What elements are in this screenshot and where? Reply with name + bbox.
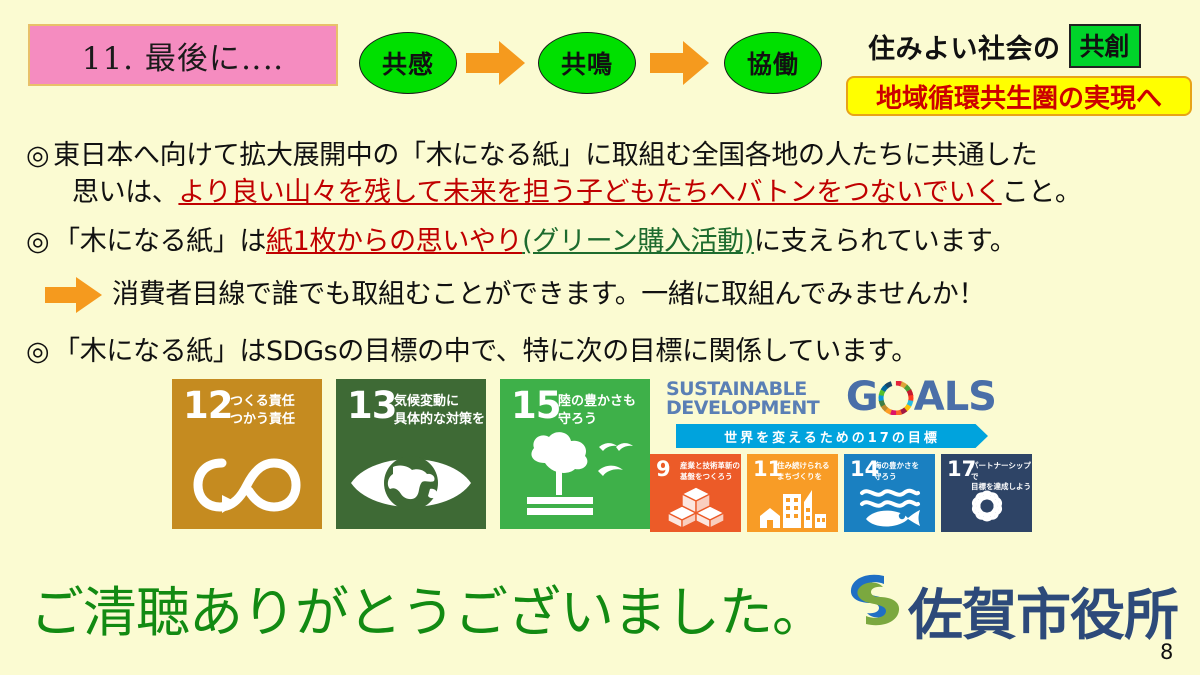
sdg-goal-13: 13 気候変動に 具体的な対策を [336,379,486,529]
tagline: 住みよい社会の 共創 [868,24,1141,68]
eye-globe-icon [336,447,486,519]
sdg-logo-goals: G [845,374,997,420]
saga-city-swirl-logo [846,572,904,628]
fish-waves-icon [844,486,935,528]
sdg-goal-15: 15 陸の豊かさも 守ろう [500,379,650,529]
tree-birds-icon [500,429,650,519]
sdg-goal-13-number: 13 [347,384,397,427]
sdg-goal-11-caption: 住み続けられる まちづくりを [777,461,830,481]
sdg-goal-15-number: 15 [511,384,561,427]
sdg-goal-9-number: 9 [656,457,671,481]
bullet-line-1a: ◎東日本へ向けて拡大展開中の「木になる紙」に取組む全国各地の人たちに共通した [26,133,1038,172]
bullet-line-2: ◎「木になる紙」は紙1枚からの思いやり(グリーン購入活動)に支えられています。 [26,219,1017,258]
sdg-goal-12-caption: つくる責任 つかう責任 [230,394,296,427]
infinity-loop-icon [172,451,322,519]
bullet-line-4-text: 「木になる紙」はSDGsの目標の中で、特に次の目標に関係しています。 [53,336,918,367]
bullet-line-1b-tail: こと。 [1001,177,1082,208]
flow-step-3: 協働 [724,32,822,94]
bullet-line-2-red: 紙1枚からの思いやり [265,226,523,257]
sdg-goal-15-caption: 陸の豊かさも 守ろう [558,394,637,427]
bullet-line-2-green: (グリーン購入活動) [522,226,754,257]
flow-step-2: 共鳴 [538,32,636,94]
sdg-goal-14-caption: 海の豊かさを 守ろう [874,461,919,481]
interlocked-rings-icon [941,484,1032,528]
sdg-goal-9-caption: 産業と技術革新の 基盤をつくろう [680,461,740,481]
sdg-logo-ribbon: 世界を変えるための17の目標 [676,424,988,448]
bullet-line-2-plain1: 「木になる紙」は [53,226,266,257]
region-banner: 地域循環共生圏の実現へ [846,76,1192,116]
sdg-logo-wordmark: SUSTAINABLE DEVELOPMENT [666,378,820,419]
sdg-goal-17-number: 17 [947,457,977,481]
sdg-goal-13-caption: 気候変動に 具体的な対策を [394,394,486,427]
cubes-icon [650,486,741,528]
sdg-goal-14: 14 海の豊かさを 守ろう [844,454,935,532]
bullet-line-4: ◎「木になる紙」はSDGsの目標の中で、特に次の目標に関係しています。 [26,329,918,368]
thank-you-text: ご清聴ありがとうございました。 [30,581,826,644]
bullet-line-1b-emphasis: より良い山々を残して未来を担う子どもたちへバトンをつないでいく [178,177,1002,208]
tagline-chip: 共創 [1068,24,1141,68]
sdg-logo-line1: SUSTAINABLE [666,378,807,400]
bullet-line-3-text: 消費者目線で誰でも取組むことができます。一緒に取組んでみませんか！ [112,279,985,310]
tagline-lead: 住みよい社会の [868,33,1061,65]
sdg-goal-12-number: 12 [183,384,233,427]
bullet-line-1b: 思いは、より良い山々を残して未来を担う子どもたちへバトンをつないでいくこと。 [72,170,1082,209]
bullet-mark-icon: ◎ [26,140,50,171]
sdg-logo-ribbon-label: 世界を変えるための17の目標 [724,430,940,446]
flow-step-1-label: 共感 [381,50,434,79]
sdg-logo-line2: DEVELOPMENT [666,397,820,419]
right-arrow-icon [466,39,526,87]
sdg-goal-11: 11 住み続けられる まちづくりを [747,454,838,532]
sdg-goal-12: 12 つくる責任 つかう責任 [172,379,322,529]
flow-step-3-label: 協働 [746,50,799,79]
bullet-mark-icon: ◎ [26,336,50,367]
sdg-goal-14-number: 14 [850,457,880,481]
bullet-line-1a-text: 東日本へ向けて拡大展開中の「木になる紙」に取組む全国各地の人たちに共通した [53,140,1038,171]
organization-name: 佐賀市役所 [908,583,1179,647]
bullet-line-2-plain2: に支えられています。 [753,226,1017,257]
sdg-logo: SUSTAINABLE DEVELOPMENT G [666,374,997,448]
sdg-goal-17: 17 パートナーシップで 目標を達成しよう [941,454,1032,532]
page-number: 8 [1160,640,1174,664]
sdg-goal-11-number: 11 [753,457,783,481]
bullet-mark-icon: ◎ [26,226,50,257]
bullet-line-1b-plain: 思いは、 [72,177,179,208]
bullet-line-3: 消費者目線で誰でも取組むことができます。一緒に取組んでみませんか！ [112,272,985,311]
sdg-goal-17-caption: パートナーシップで 目標を達成しよう [971,461,1031,491]
region-banner-label: 地域循環共生圏の実現へ [875,83,1162,114]
sdg-goal-9: 9 産業と技術革新の 基盤をつくろう [650,454,741,532]
page-title: 11. 最後に‥‥ [81,40,285,77]
sdg-goal-strip: 12 つくる責任 つかう責任 13 気候変動に 具体的な対策を [172,374,1032,532]
flow-step-1: 共感 [359,32,457,94]
right-arrow-icon [45,276,103,314]
slide-title-box: 11. 最後に‥‥ [28,24,338,86]
flow-step-2-label: 共鳴 [560,50,613,79]
right-arrow-icon [650,39,710,87]
buildings-icon [747,486,838,528]
